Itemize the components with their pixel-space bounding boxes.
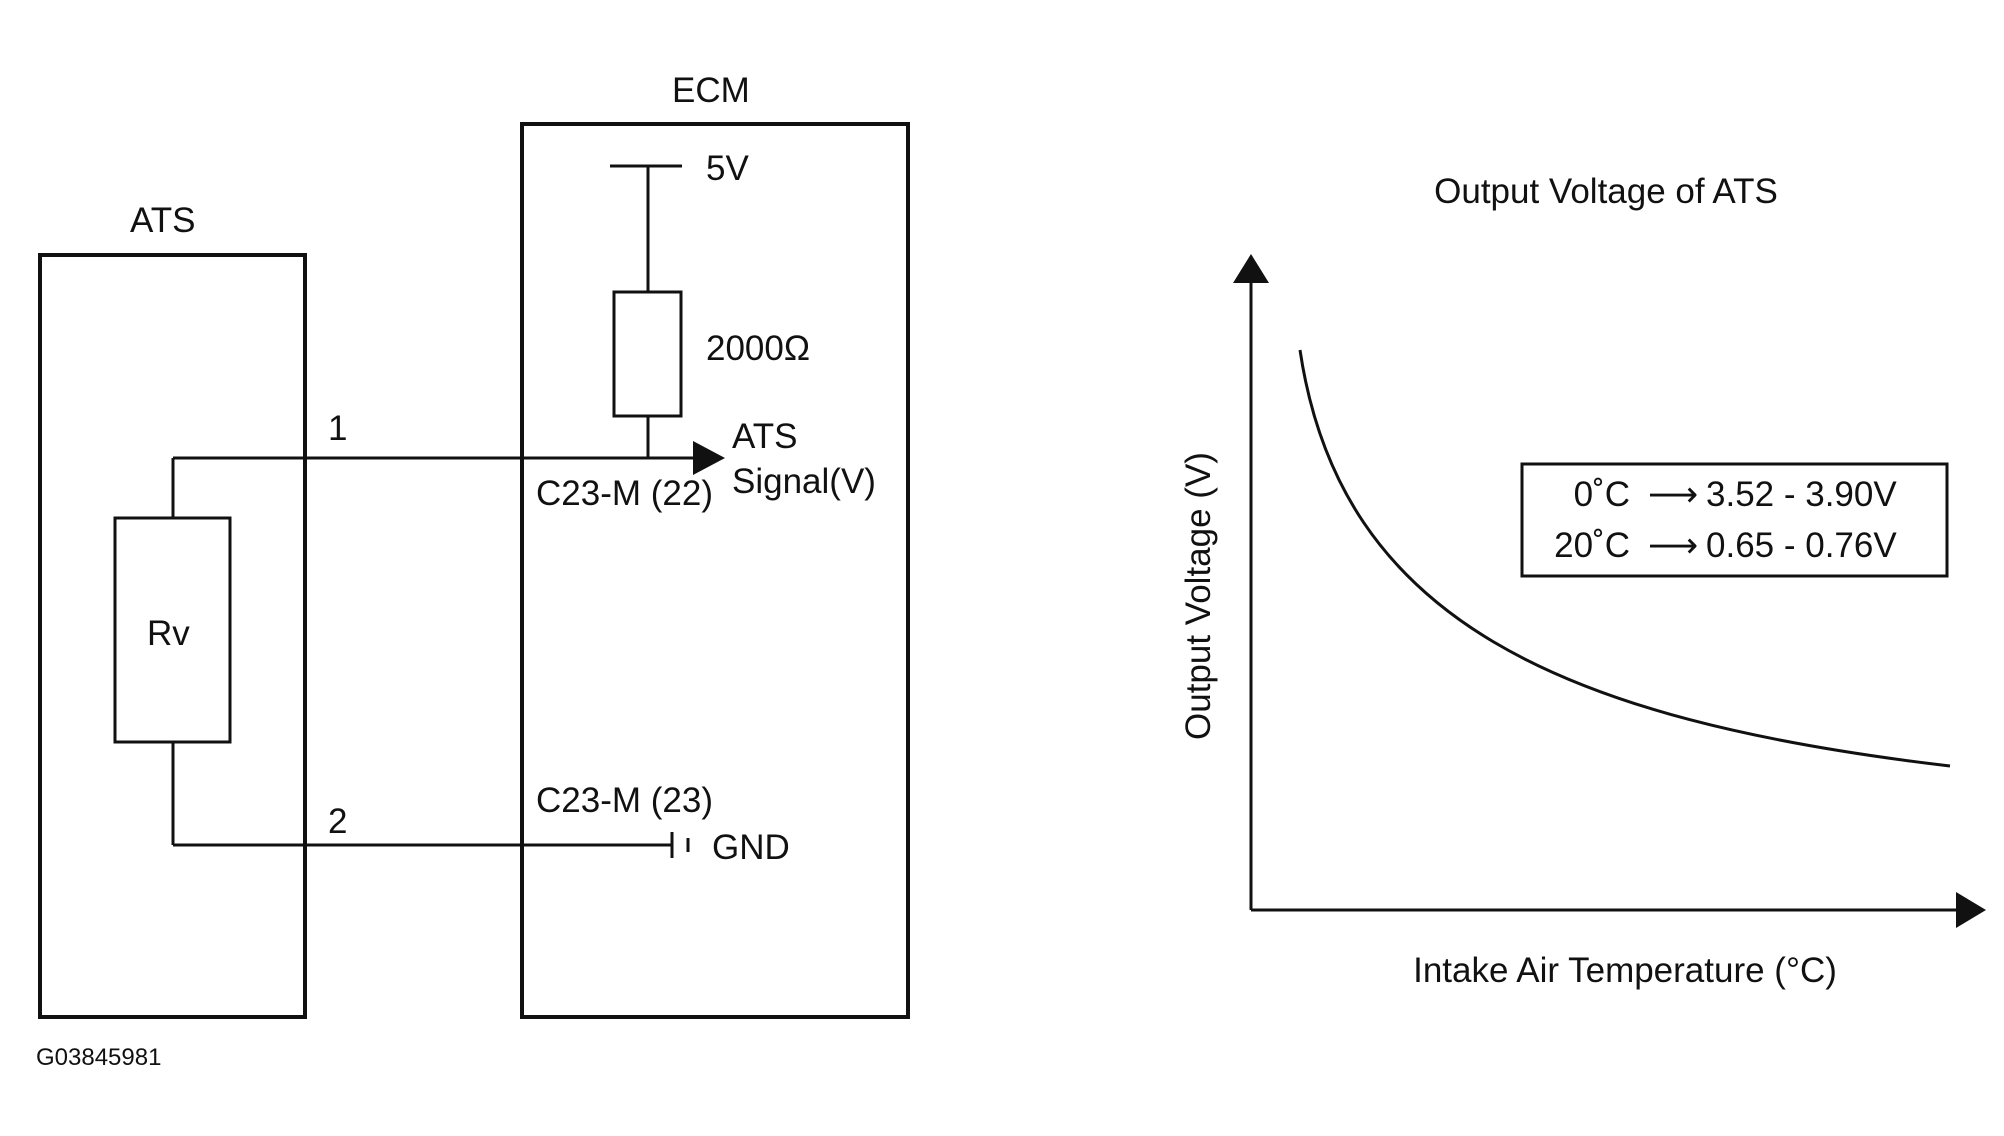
- signal-label-line2: Signal(V): [732, 462, 876, 501]
- output-voltage-curve: [1298, 349, 1951, 768]
- reference-temp: 0˚C: [1574, 475, 1630, 514]
- ats-box: [38, 253, 307, 1019]
- reference-range: 3.52 - 3.90V: [1706, 475, 1897, 514]
- figure-id: G03845981: [36, 1044, 161, 1071]
- chart-title: Output Voltage of ATS: [1434, 172, 1778, 211]
- supply-label: 5V: [706, 149, 749, 188]
- x-axis-label: Intake Air Temperature (°C): [1413, 951, 1837, 990]
- reference-row: 0˚C ⟶ 3.52 - 3.90V: [1574, 475, 1898, 514]
- ecm-box: [520, 122, 910, 1019]
- pin1-label: 1: [328, 409, 347, 448]
- reference-row: 20˚C ⟶ 0.65 - 0.76V: [1554, 526, 1897, 565]
- x-axis-arrow-icon: [1956, 892, 1986, 928]
- reference-arrow-icon: ⟶: [1648, 475, 1698, 514]
- pullup-resistor-label: 2000Ω: [706, 329, 810, 368]
- circuit-diagram: ATS ECM 5V 2000Ω 1 C23-M (22) ATS Signal…: [36, 71, 910, 1071]
- reference-temp: 20˚C: [1554, 526, 1630, 565]
- y-axis-label: Output Voltage (V): [1179, 452, 1218, 740]
- reference-range: 0.65 - 0.76V: [1706, 526, 1897, 565]
- reference-values-frame: [1520, 462, 1949, 578]
- ats-box-label: ATS: [130, 201, 195, 240]
- ecm-box-label: ECM: [672, 71, 750, 110]
- connector-gnd-label: C23-M (23): [536, 781, 713, 820]
- pullup-resistor: [612, 290, 683, 418]
- signal-label-line1: ATS: [732, 417, 797, 456]
- pin2-label: 2: [328, 802, 347, 841]
- voltage-curve: Output Voltage of ATS Output Voltage (V)…: [1179, 172, 1986, 990]
- reference-arrow-icon: ⟶: [1648, 526, 1698, 565]
- connector-signal-label: C23-M (22): [536, 474, 713, 513]
- gnd-label: GND: [712, 828, 790, 867]
- reference-values-box: 0˚C ⟶ 3.52 - 3.90V 20˚C ⟶ 0.65 - 0.76V: [1520, 462, 1949, 578]
- signal-arrow-icon: [693, 441, 725, 475]
- sensor-resistor-label: Rv: [147, 614, 190, 653]
- y-axis-arrow-icon: [1233, 254, 1269, 283]
